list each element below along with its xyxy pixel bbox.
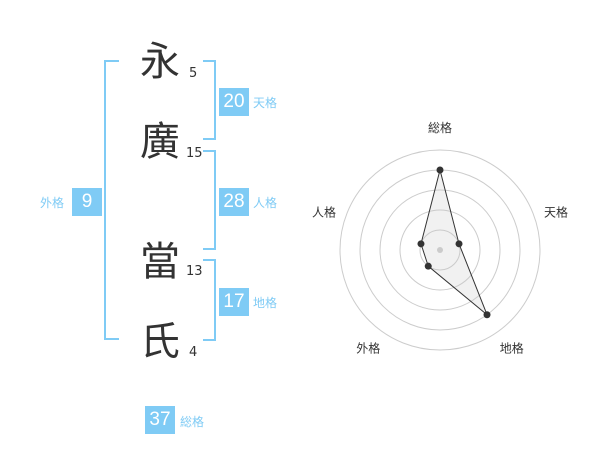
stroke-count-2: 15 [186, 146, 203, 161]
stroke-count-1: 5 [189, 66, 198, 81]
tenkaku-value-box: 20 [219, 88, 249, 116]
chikaku-label: 地格 [253, 296, 278, 310]
name-char-3: 當 [140, 239, 180, 285]
jinkaku-bracket [203, 150, 216, 250]
jinkaku-value-box: 28 [219, 188, 249, 216]
name-char-2: 廣 [140, 119, 180, 165]
gaikaku-bracket [104, 60, 119, 340]
radar-axis-label-5: 人格 [312, 204, 336, 219]
tenkaku-label: 天格 [253, 96, 278, 110]
radar-polygon [420, 169, 488, 316]
gaikaku-value-box: 9 [72, 188, 102, 216]
tenkaku-bracket [203, 60, 216, 140]
name-char-4: 氏 [140, 319, 180, 365]
soukaku-label: 総格 [180, 415, 205, 429]
name-char-1: 永 [140, 39, 180, 85]
gaikaku-label: 外格 [40, 196, 65, 210]
jinkaku-label: 人格 [253, 196, 278, 210]
radar-ring [379, 189, 501, 311]
radar-axis-label-4: 外格 [356, 341, 380, 356]
chikaku-bracket [203, 259, 216, 341]
radar-point-5 [417, 240, 425, 248]
stroke-count-4: 4 [189, 345, 198, 360]
radar-point-2 [455, 240, 463, 248]
radar-axis-label-1: 総格 [428, 120, 452, 135]
radar-axis-label-3: 地格 [500, 341, 524, 356]
radar-point-3 [483, 311, 491, 319]
radar-points [417, 166, 491, 319]
soukaku-value-box: 37 [145, 406, 175, 434]
radar-polygon-group [420, 169, 488, 316]
radar-center [437, 247, 443, 253]
radar-point-1 [436, 166, 444, 174]
radar-point-4 [424, 262, 432, 270]
stroke-count-3: 13 [186, 264, 203, 279]
radar-ring [399, 209, 481, 291]
radar-ring [339, 149, 541, 351]
chikaku-value-box: 17 [219, 288, 249, 316]
radar-axis-label-2: 天格 [544, 204, 568, 219]
radar-rings [339, 149, 541, 351]
radar-ring [419, 229, 461, 271]
